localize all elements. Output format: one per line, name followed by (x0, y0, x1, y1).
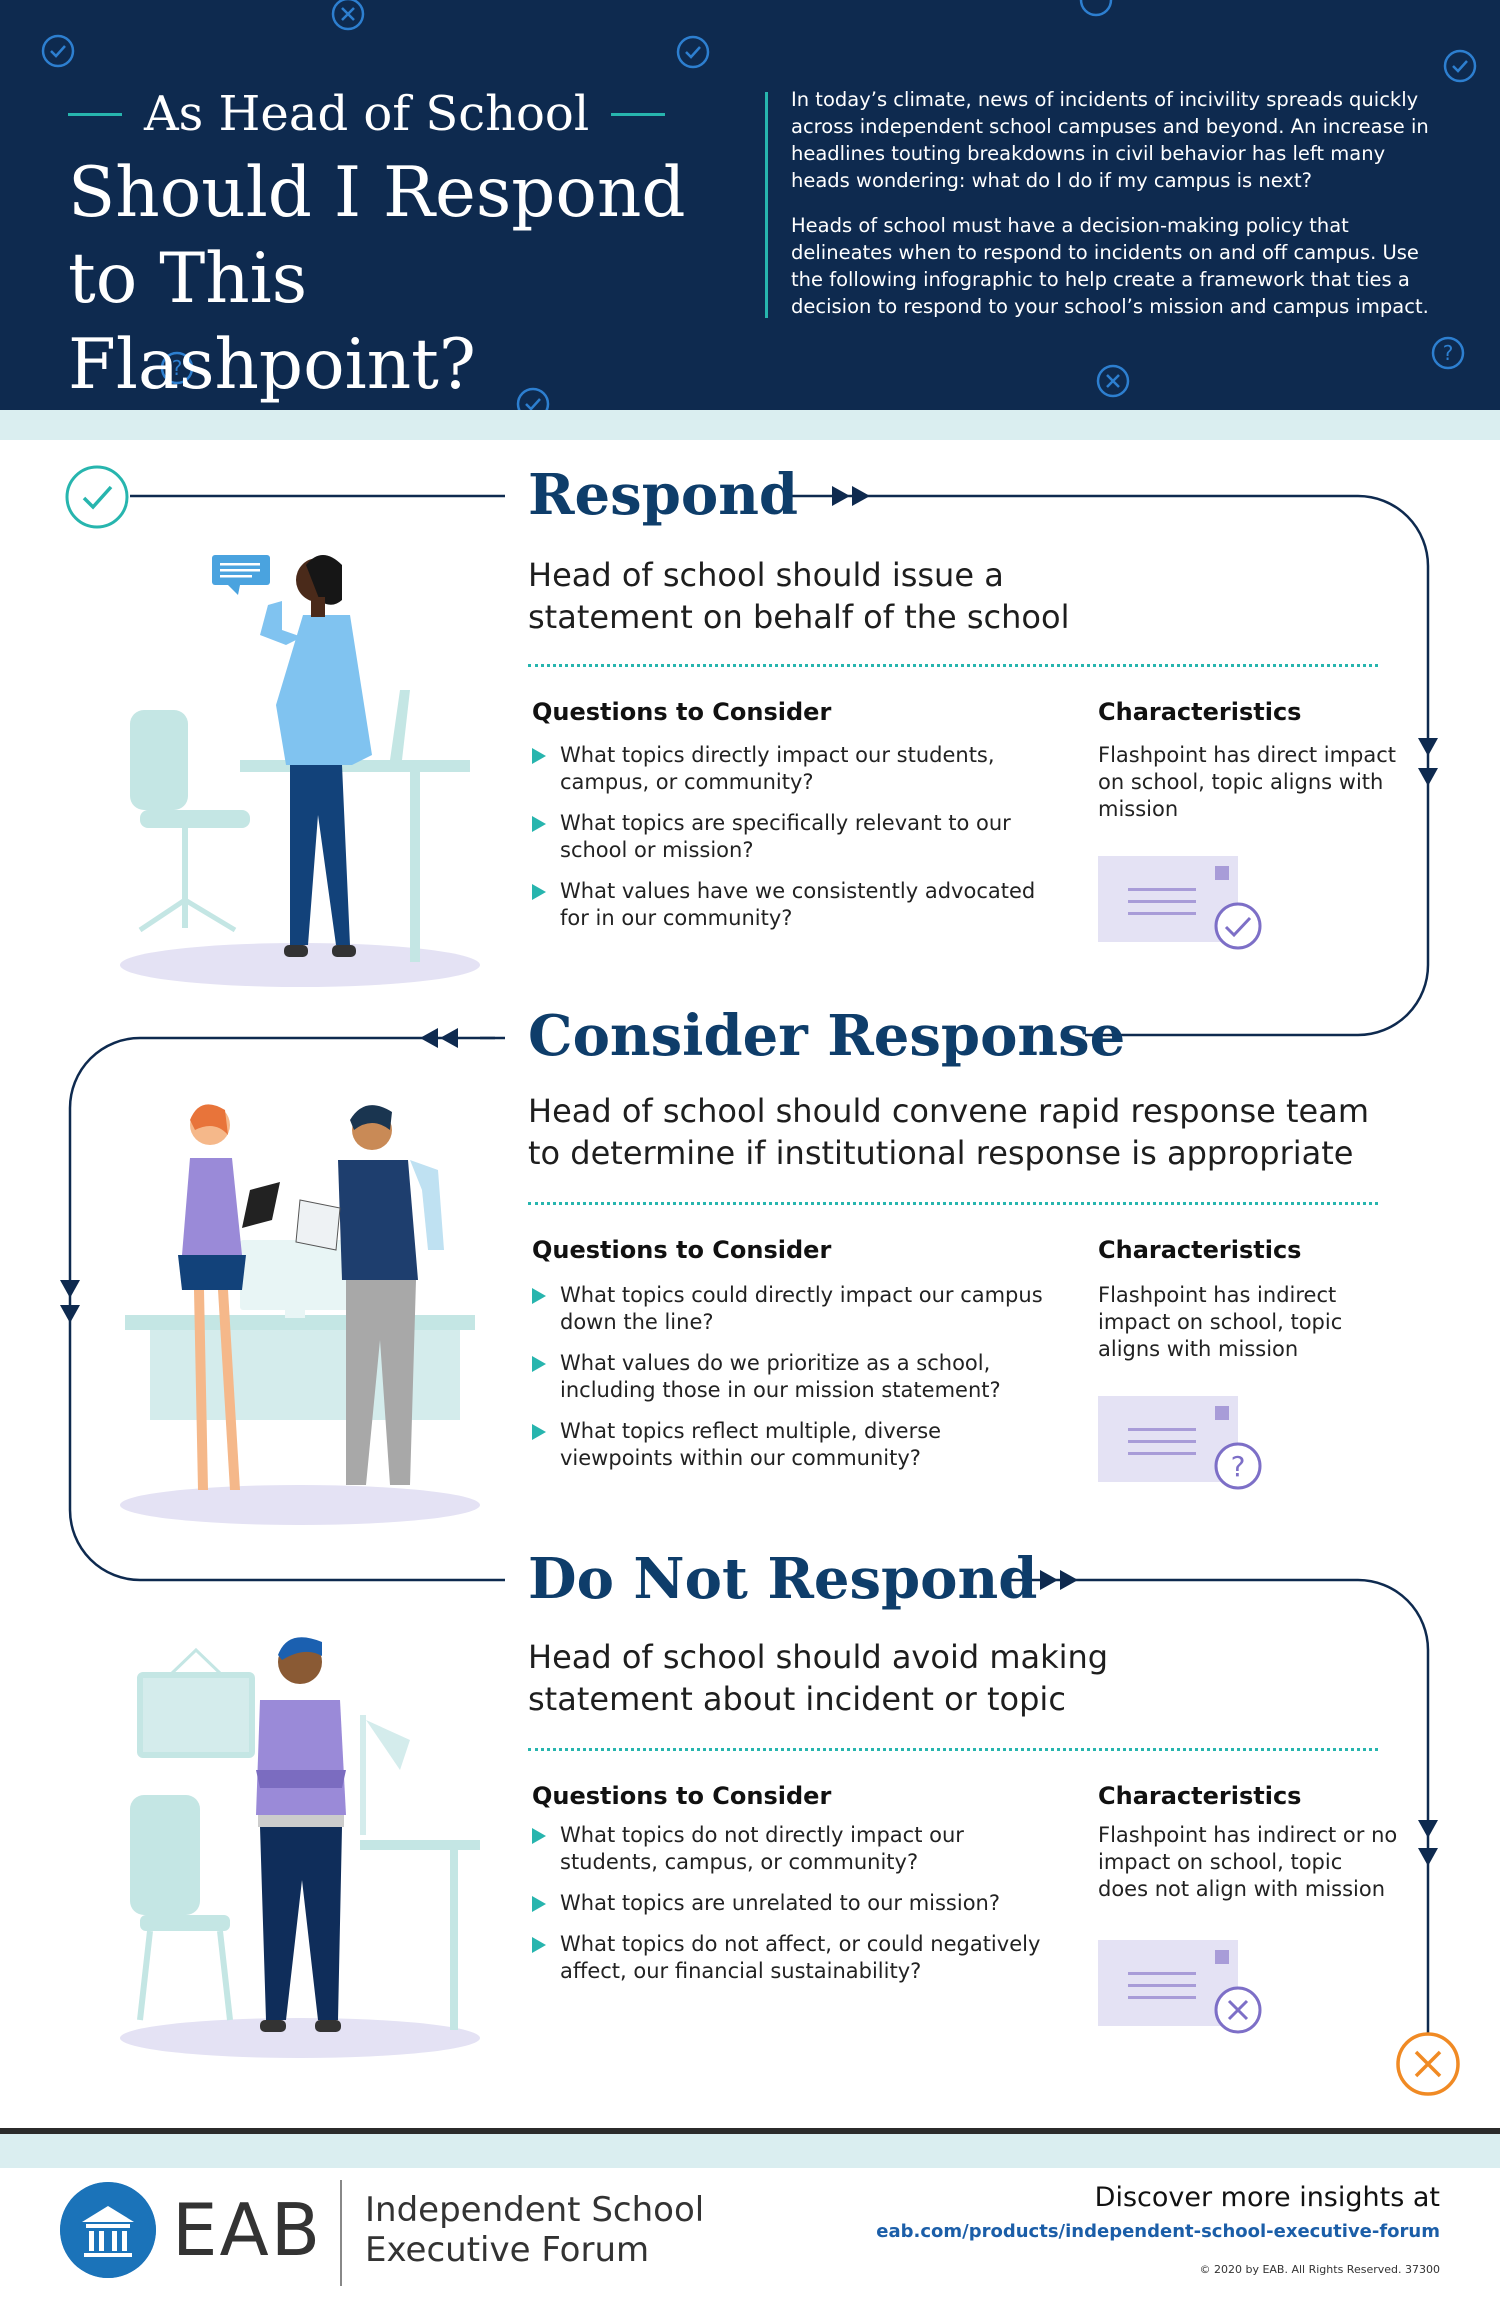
question-text: What topics are unrelated to our mission… (560, 1891, 1001, 1915)
intro-paragraph-1: In today’s climate, news of incidents of… (791, 88, 1429, 192)
question-circle-icon: ? (1431, 336, 1465, 370)
list-item: What topics do not directly impact our s… (530, 1822, 1050, 1876)
respond-characteristics: Flashpoint has direct impact on school, … (1098, 743, 1397, 821)
x-circle-icon (1096, 364, 1130, 398)
consider-divider (528, 1202, 1378, 1205)
forum-line-1: Independent School (365, 2190, 705, 2230)
consider-lead: Head of school should convene rapid resp… (528, 1092, 1370, 1172)
svg-text:?: ? (1443, 341, 1454, 365)
question-circle-icon: ? (160, 351, 194, 385)
bullet-triangle-icon (532, 884, 546, 900)
do-not-respond-characteristics-heading: Characteristics (1098, 1782, 1302, 1810)
consider-characteristics: Flashpoint has indirect impact on school… (1098, 1283, 1343, 1361)
list-item: What topics are specifically relevant to… (530, 810, 1050, 864)
consider-questions-heading: Questions to Consider (532, 1236, 832, 1264)
header-band (0, 410, 1500, 440)
respond-questions-heading: Questions to Consider (532, 698, 832, 726)
do-not-respond-characteristics: Flashpoint has indirect or no impact on … (1098, 1823, 1398, 1901)
consider-characteristics-heading: Characteristics (1098, 1236, 1302, 1264)
footer (0, 2168, 1500, 2318)
check-circle-icon (676, 35, 710, 69)
question-text: What topics do not affect, or could nega… (560, 1932, 1041, 1983)
kicker-text: As Head of School (144, 86, 590, 142)
end-x-icon (1396, 2032, 1460, 2096)
question-text: What values have we consistently advocat… (560, 879, 1036, 930)
do-not-respond-questions-heading: Questions to Consider (532, 1782, 832, 1810)
intro-paragraph-2: Heads of school must have a decision-mak… (791, 214, 1429, 318)
bullet-triangle-icon (532, 1288, 546, 1304)
check-circle-icon (516, 387, 550, 410)
intro-text: In today’s climate, news of incidents of… (791, 86, 1441, 338)
list-item: What topics could directly impact our ca… (530, 1282, 1050, 1336)
do-not-respond-questions-list: What topics do not directly impact our s… (530, 1822, 1050, 1999)
list-item: What values have we consistently advocat… (530, 878, 1050, 932)
header-banner: ? ? As Head of School Should I Respond t… (0, 0, 1500, 410)
question-text: What topics could directly impact our ca… (560, 1283, 1043, 1334)
check-circle-icon (1443, 49, 1477, 83)
bullet-triangle-icon (532, 1424, 546, 1440)
respond-divider (528, 664, 1378, 667)
x-icon (1098, 1940, 1262, 2034)
footer-band (0, 2128, 1500, 2168)
intro-divider (765, 92, 768, 318)
do-not-respond-illustration (120, 1637, 480, 2058)
question-circle-icon (1079, 0, 1113, 17)
list-item: What topics are unrelated to our mission… (530, 1890, 1050, 1917)
header-kicker: As Head of School (68, 86, 668, 142)
list-item: What values do we prioritize as a school… (530, 1350, 1050, 1404)
kicker-dash-left (68, 112, 122, 116)
respond-questions-list: What topics directly impact our students… (530, 742, 1050, 946)
list-item: What topics reflect multiple, diverse vi… (530, 1418, 1050, 1472)
discover-text: Discover more insights at (1094, 2182, 1440, 2213)
bullet-triangle-icon (532, 1896, 546, 1912)
logo-divider (340, 2180, 342, 2286)
bullet-triangle-icon (532, 748, 546, 764)
bullet-triangle-icon (532, 1828, 546, 1844)
question-text: What topics do not directly impact our s… (560, 1823, 964, 1874)
question-text: What topics reflect multiple, diverse vi… (560, 1419, 942, 1470)
consider-illustration (120, 1104, 480, 1525)
eab-logo-text[interactable]: EAB (172, 2188, 323, 2272)
do-not-respond-title: Do Not Respond (528, 1546, 1038, 1612)
check-circle-icon (41, 34, 75, 68)
start-check-icon (65, 465, 129, 529)
svg-text:?: ? (1231, 1450, 1246, 1483)
copyright: © 2020 by EAB. All Rights Reserved. 3730… (1199, 2263, 1440, 2276)
question-text: What topics directly impact our students… (560, 743, 995, 794)
page-title: Should I Respond to This Flashpoint? (68, 153, 686, 405)
respond-lead: Head of school should issue a statement … (528, 556, 1070, 636)
bullet-triangle-icon (532, 816, 546, 832)
respond-illustration (120, 555, 480, 987)
eab-logo-icon[interactable] (60, 2182, 156, 2278)
list-item: What topics do not affect, or could nega… (530, 1931, 1050, 1985)
consider-questions-list: What topics could directly impact our ca… (530, 1282, 1050, 1486)
x-circle-icon (331, 0, 365, 31)
question-text: What values do we prioritize as a school… (560, 1351, 1001, 1402)
forum-name: Independent School Executive Forum (365, 2190, 704, 2270)
forum-line-2: Executive Forum (365, 2230, 650, 2270)
do-not-respond-lead: Head of school should avoid making state… (528, 1638, 1109, 1718)
svg-text:?: ? (172, 356, 183, 380)
arrow-heads (60, 486, 1438, 1866)
question-icon: ? (1098, 1396, 1262, 1490)
respond-title: Respond (528, 462, 799, 528)
footer-url-link[interactable]: eab.com/products/independent-school-exec… (876, 2221, 1440, 2242)
bullet-triangle-icon (532, 1356, 546, 1372)
list-item: What topics directly impact our students… (530, 742, 1050, 796)
check-icon (1098, 856, 1262, 950)
respond-characteristics-heading: Characteristics (1098, 698, 1302, 726)
consider-title: Consider Response (528, 1003, 1126, 1069)
question-text: What topics are specifically relevant to… (560, 811, 1011, 862)
bullet-triangle-icon (532, 1937, 546, 1953)
kicker-dash-right (611, 112, 666, 116)
do-not-respond-divider (528, 1748, 1378, 1751)
